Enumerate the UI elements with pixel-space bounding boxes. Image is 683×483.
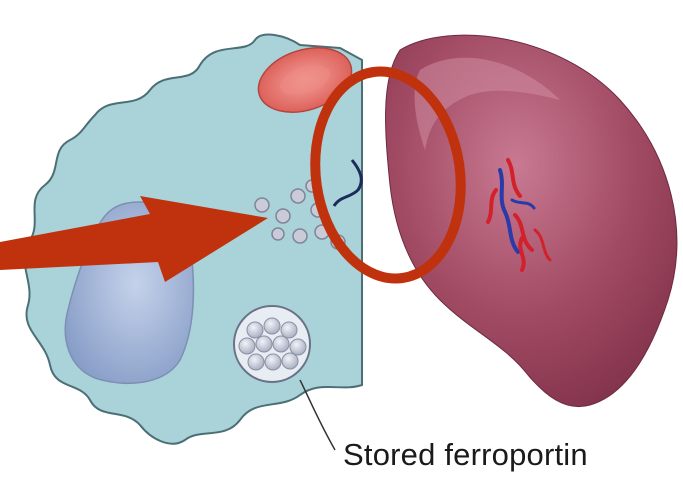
stored-ferroportin-label: Stored ferroportin [343,437,588,473]
ferroportin-granules [239,318,306,370]
caption-leader-line [300,380,335,450]
